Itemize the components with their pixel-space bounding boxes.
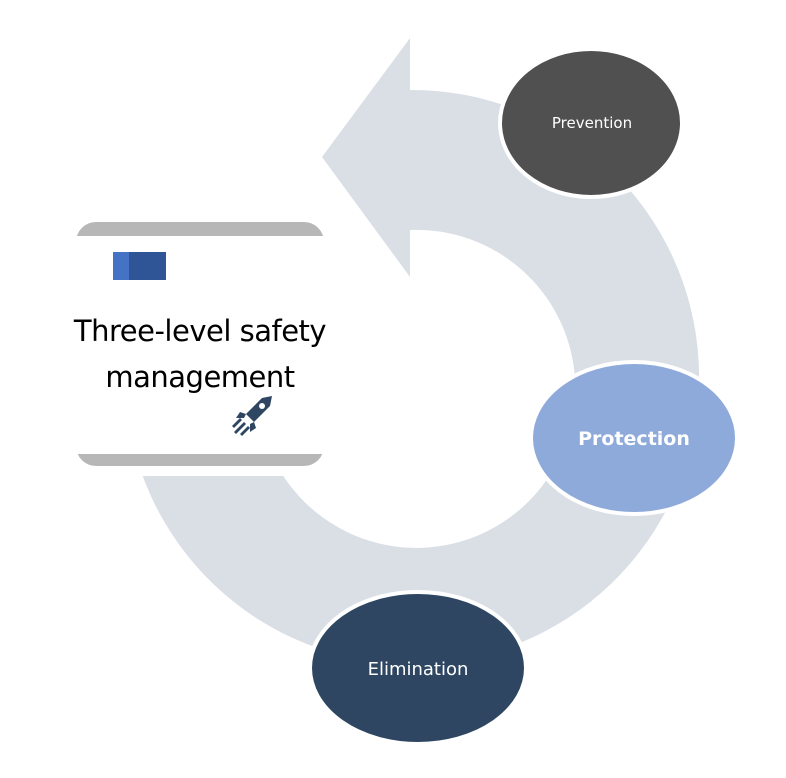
title-line-2: management — [105, 360, 295, 394]
color-badge — [113, 252, 166, 280]
prevention-circle — [498, 47, 684, 199]
protection-label: Protection — [578, 428, 690, 450]
protection-circle — [529, 360, 739, 516]
rocket-icon — [232, 396, 272, 436]
center-card — [66, 212, 334, 476]
node-elimination: Elimination — [308, 590, 528, 746]
node-prevention: Prevention — [498, 47, 684, 199]
prevention-label: Prevention — [552, 114, 632, 132]
title-line-1: Three-level safety — [73, 314, 327, 348]
center-card-text: Three-level safety management — [66, 212, 334, 476]
diagram-title: Three-level safety management — [66, 308, 334, 400]
elimination-circle — [308, 590, 528, 746]
elimination-label: Elimination — [368, 659, 469, 680]
node-protection: Protection — [529, 360, 739, 516]
cycle-arrow — [128, 38, 700, 664]
